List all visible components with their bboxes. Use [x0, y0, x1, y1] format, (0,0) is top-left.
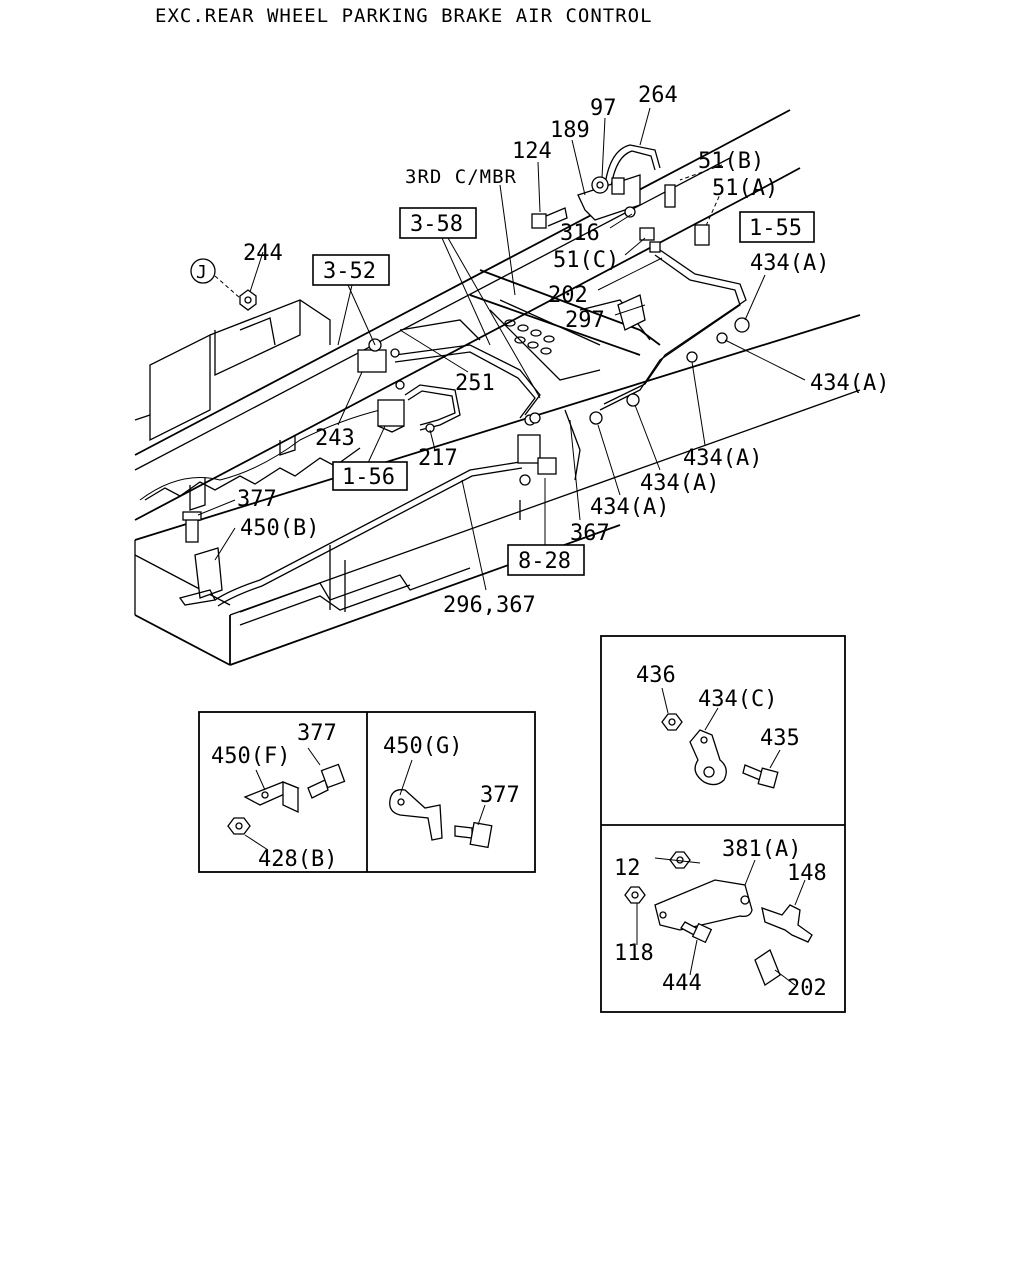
label-217: 217: [418, 446, 458, 471]
label-12: 12: [614, 856, 641, 881]
ref-box-1-56[interactable]: 1-56: [332, 461, 408, 491]
label-450f: 450(F): [211, 744, 290, 769]
label-inset-d-202: 202: [787, 976, 827, 1001]
label-189: 189: [550, 118, 590, 143]
label-434a-5: 434(A): [590, 495, 669, 520]
label-316: 316: [560, 221, 600, 246]
label-51a: 51(A): [712, 176, 778, 201]
label-296-367: 296,367: [443, 593, 536, 618]
diagram-title: EXC.REAR WHEEL PARKING BRAKE AIR CONTROL: [155, 5, 653, 27]
ref-box-3-58[interactable]: 3-58: [399, 207, 477, 239]
label-202: 202: [548, 283, 588, 308]
label-97: 97: [590, 96, 617, 121]
label-264: 264: [638, 83, 678, 108]
label-51b: 51(B): [698, 149, 764, 174]
label-124: 124: [512, 139, 552, 164]
label-435: 435: [760, 726, 800, 751]
label-428b: 428(B): [258, 847, 337, 872]
inset-clips-cd: 436 434(C) 435 12 381(A) 148 118 444 202: [600, 635, 846, 1013]
label-381a: 381(A): [722, 837, 801, 862]
label-118: 118: [614, 941, 654, 966]
svg-text:J: J: [196, 262, 207, 283]
label-434a-1: 434(A): [750, 251, 829, 276]
svg-text:1-56: 1-56: [342, 465, 395, 490]
label-251: 251: [455, 371, 495, 396]
components: [178, 174, 750, 606]
label-436: 436: [636, 663, 676, 688]
label-450g: 450(G): [383, 734, 462, 759]
ref-box-1-55[interactable]: 1-55: [739, 211, 815, 243]
label-434a-4: 434(A): [640, 471, 719, 496]
label-243: 243: [315, 426, 355, 451]
svg-text:1-55: 1-55: [749, 216, 802, 241]
label-244: 244: [243, 241, 283, 266]
label-367: 367: [570, 521, 610, 546]
label-434a-3: 434(A): [683, 446, 762, 471]
svg-text:8-28: 8-28: [518, 549, 571, 574]
label-inset-f-377: 377: [297, 721, 337, 746]
air-pipes: [214, 144, 747, 607]
label-434a-2: 434(A): [810, 371, 889, 396]
label-148: 148: [787, 861, 827, 886]
chassis-frame: [134, 109, 861, 666]
svg-text:3-58: 3-58: [410, 212, 463, 237]
ref-box-3-52[interactable]: 3-52: [312, 254, 390, 286]
main-labels: 264 97 189 124 51(B) 51(A) 3RD C/MBR 316…: [237, 83, 889, 618]
ref-box-8-28[interactable]: 8-28: [507, 544, 585, 576]
label-450b: 450(B): [240, 516, 319, 541]
label-297: 297: [565, 308, 605, 333]
label-377: 377: [237, 487, 277, 512]
label-inset-g-377: 377: [480, 783, 520, 808]
label-444: 444: [662, 971, 702, 996]
svg-text:3-52: 3-52: [323, 259, 376, 284]
label-51c: 51(C): [553, 248, 619, 273]
label-434c: 434(C): [698, 687, 777, 712]
leader-lines: [197, 107, 806, 591]
inset-brackets-fg: 377 450(F) 428(B) 450(G) 377: [198, 711, 536, 873]
label-3rd-crossmember: 3RD C/MBR: [405, 166, 517, 188]
reference-circle-j: J: [190, 258, 241, 299]
